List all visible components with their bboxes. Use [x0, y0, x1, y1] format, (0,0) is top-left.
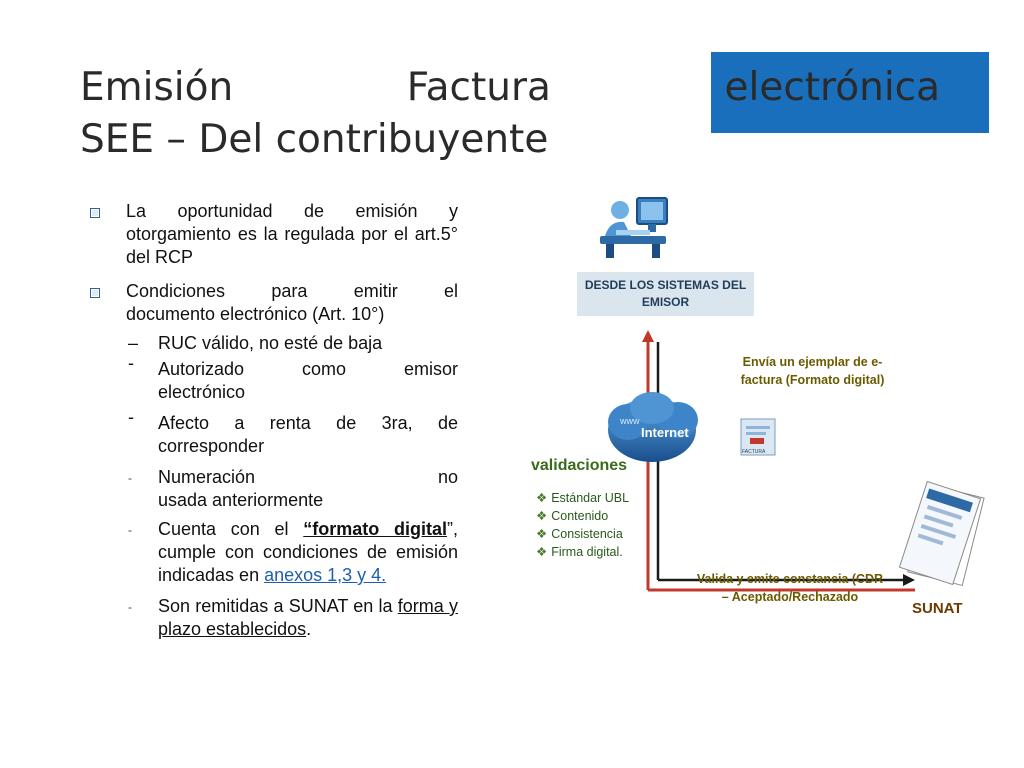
- sunat-documents-icon: [898, 480, 985, 587]
- dash-bullet-icon: -: [128, 471, 132, 485]
- sub-item-afecto: - Afecto a renta de 3ra, de corresponder: [128, 407, 458, 456]
- sub-item-autorizado: - Autorizado como emisor electrónico: [128, 353, 458, 402]
- validaciones-list: ❖Estándar UBL ❖Contenido ❖Consistencia ❖…: [536, 489, 629, 561]
- svg-text:Internet: Internet: [641, 425, 689, 440]
- title-word-electronica: electrónica: [724, 65, 941, 110]
- sub-item-remitidas: - Son remitidas a SUNAT en la forma y pl…: [128, 596, 458, 639]
- bullet-list: La oportunidad de emisión y otorgamiento…: [90, 200, 458, 644]
- flow-arrows: [642, 330, 915, 592]
- sunat-label: SUNAT: [912, 600, 963, 617]
- diagram-graphics: www Internet FACTURA: [600, 197, 985, 592]
- bullet-item-condiciones: Condiciones para emitir el documento ele…: [90, 280, 458, 326]
- diamond-bullet-icon: ❖: [536, 491, 548, 505]
- list-item: ❖Firma digital.: [536, 545, 623, 559]
- page-title: Emisión Factura electrónica SEE – Del co…: [80, 62, 940, 166]
- list-item: ❖Contenido: [536, 509, 609, 523]
- internet-cloud-icon: www Internet: [608, 392, 698, 462]
- checkbox-bullet-icon: [90, 208, 100, 218]
- list-item: ❖Estándar UBL: [536, 491, 630, 505]
- emisor-systems-box: DESDE LOS SISTEMAS DEL EMISOR: [577, 272, 754, 316]
- sub-item-numeracion: - Numeración no usada anteriormente: [128, 467, 458, 510]
- anexos-link[interactable]: anexos 1,3 y 4.: [264, 565, 387, 585]
- list-item: ❖Consistencia: [536, 527, 623, 541]
- title-line-2: SEE – Del contribuyente: [80, 117, 549, 162]
- dash-bullet-icon: -: [128, 600, 132, 614]
- bullet-item-oportunidad: La oportunidad de emisión y otorgamiento…: [90, 200, 458, 269]
- title-word-factura: Factura: [406, 65, 551, 110]
- svg-text:FACTURA: FACTURA: [742, 449, 766, 455]
- diamond-bullet-icon: ❖: [536, 509, 548, 523]
- title-highlight-box: [711, 52, 989, 133]
- svg-text:www: www: [619, 416, 640, 426]
- envia-label: Envía un ejemplar de e-factura (Formato …: [740, 355, 885, 387]
- title-word-emision: Emisión: [80, 65, 234, 110]
- valida-label: Valida y emite constancia (CDR – Aceptad…: [696, 572, 884, 604]
- checkbox-bullet-icon: [90, 288, 100, 298]
- process-diagram: www Internet FACTURA DESDE LOS SISTEMAS …: [520, 190, 990, 630]
- dash-bullet-icon: –: [128, 333, 139, 353]
- computer-user-icon: [600, 197, 668, 258]
- diamond-bullet-icon: ❖: [536, 527, 548, 541]
- dash-bullet-icon: -: [128, 523, 132, 537]
- factura-document-icon: FACTURA: [740, 418, 776, 456]
- diamond-bullet-icon: ❖: [536, 545, 548, 559]
- validaciones-title: validaciones: [531, 457, 628, 474]
- dash-bullet-icon: -: [128, 407, 134, 427]
- dash-bullet-icon: -: [128, 353, 134, 373]
- sub-item-ruc: – RUC válido, no esté de baja: [128, 333, 383, 353]
- sub-item-formato-digital: - Cuenta con el “formato digital”, cumpl…: [128, 519, 459, 585]
